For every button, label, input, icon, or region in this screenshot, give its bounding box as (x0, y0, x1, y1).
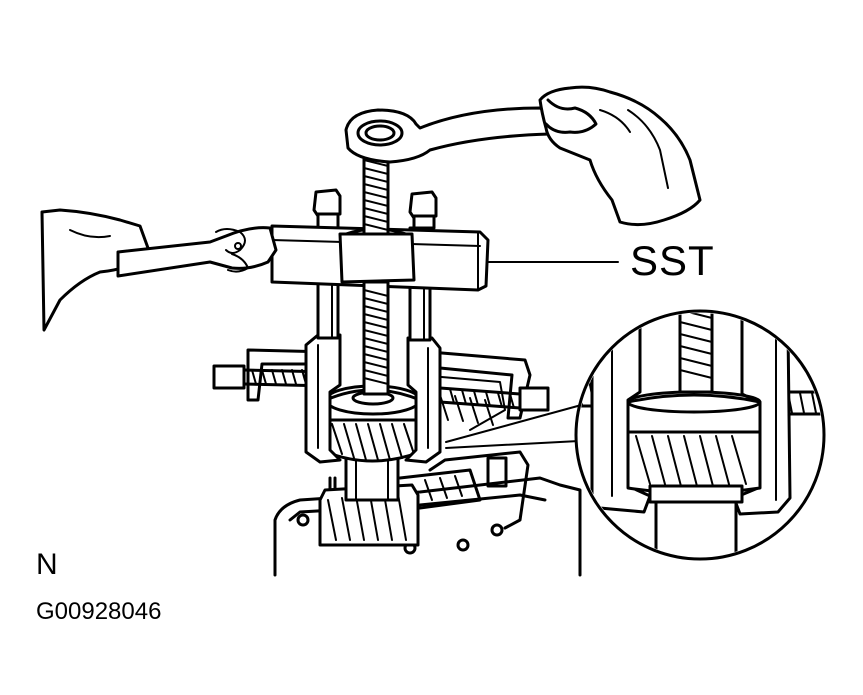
center-block (338, 227, 416, 284)
upper-gear (324, 384, 422, 463)
figure-id-label: G00928046 (36, 598, 162, 625)
left-jaw (304, 333, 342, 464)
ring-wrench (344, 106, 558, 164)
view-code-label: N (36, 548, 58, 581)
sst-callout-label: SST (630, 237, 715, 284)
forcing-screw (362, 150, 390, 396)
right-hand (538, 85, 702, 227)
left-hand (40, 208, 278, 332)
right-jaw (404, 336, 442, 464)
magnified-detail-circle (574, 309, 826, 561)
